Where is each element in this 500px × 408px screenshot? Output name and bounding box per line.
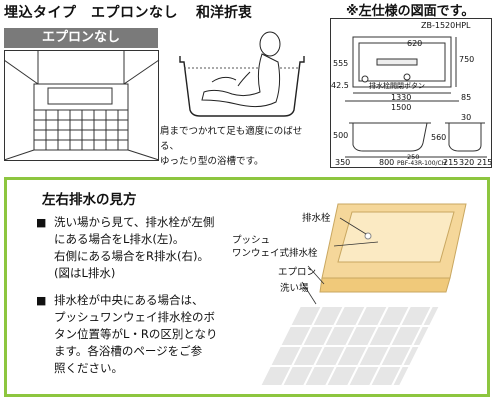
para1-line-2: にある場合をL排水(左)。 (54, 232, 185, 246)
drawing-lines (345, 36, 487, 158)
dim-800: 800 (379, 158, 395, 167)
dim-750: 750 (459, 55, 475, 64)
title-mid: 和洋折衷 (196, 5, 252, 21)
drain-model: PBF-43R-100/CH (397, 160, 447, 167)
dim-500: 500 (333, 131, 349, 140)
dim-215-b: 215 (477, 158, 493, 167)
dim-555: 555 (333, 59, 349, 68)
person-in-tub-illustration (179, 31, 305, 117)
bullet-1: ■ (36, 216, 47, 229)
dim-30: 30 (461, 113, 472, 122)
drain-direction-section (4, 177, 490, 397)
model-number: ZB-1520HPL (421, 21, 471, 30)
title-left: 埋込タイプ エプロンなし (4, 5, 178, 21)
dim-215-a: 215 (443, 158, 459, 167)
dim-350: 350 (335, 158, 351, 167)
dim-1330: 1330 (391, 93, 412, 102)
label-apron: エプロン (278, 267, 317, 278)
dim-42-5: 42.5 (331, 81, 349, 90)
label-washing: 洗い場 (280, 283, 309, 294)
para2-line-1: 排水栓が中央にある場合は、 (54, 293, 204, 307)
caption-line-1: 肩までつかれて足も適度にのばせる、 (160, 126, 303, 152)
label-drain: 排水栓 (302, 213, 331, 224)
dim-560: 560 (431, 133, 447, 142)
tub-caption: 肩までつかれて足も適度にのばせる、 ゆったり型の浴槽です。 (160, 124, 320, 169)
para2-line-2: プッシュワンウェイ排水栓のボ (54, 310, 215, 324)
apron-none-banner: エプロンなし (4, 28, 158, 48)
dim-1500: 1500 (391, 103, 412, 112)
section-title: 左右排水の見方 (42, 192, 137, 208)
bullet-2: ■ (36, 294, 47, 307)
drain-button-label: 排水栓開閉ボタン (369, 82, 425, 90)
title-right-note: ※左仕様の図面です。 (346, 4, 475, 19)
technical-drawing: ZB-1520HPL 620 750 555 42.5 排水栓開閉ボタン 133… (330, 18, 492, 168)
para2-line-5: 照ください。 (54, 361, 123, 375)
label-push: プッシュ (232, 235, 271, 246)
paragraph-1: ■ 洗い場から見て、排水栓が左側 にある場合をL排水(左)。 右側にある場合をR… (36, 214, 214, 282)
para2-line-4: ます。各浴槽のページをご参 (54, 344, 203, 358)
label-oneway: ワンウェイ式排水栓 (232, 248, 318, 259)
para1-line-1: 洗い場から見て、排水栓が左側 (54, 215, 215, 229)
drain-diagram (260, 203, 467, 387)
paragraph-2: ■ 排水栓が中央にある場合は、 プッシュワンウェイ排水栓のボ タン位置等がL・R… (36, 292, 218, 377)
dim-320: 320 (459, 158, 475, 167)
dim-250: 250 (407, 153, 420, 161)
para1-line-4: (図はL排水) (54, 266, 116, 280)
bathroom-illustration (4, 50, 160, 161)
para2-line-3: タン位置等がL・Rの区別となり (54, 327, 218, 341)
caption-line-2: ゆったり型の浴槽です。 (160, 156, 264, 167)
para1-line-3: 右側にある場合をR排水(右)。 (54, 249, 209, 263)
dim-620: 620 (407, 39, 423, 48)
dim-85: 85 (461, 93, 472, 102)
